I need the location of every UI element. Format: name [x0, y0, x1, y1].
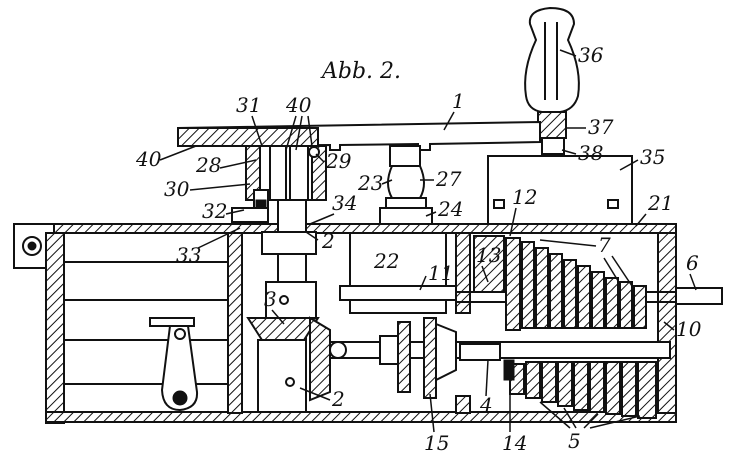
label-34: 34: [332, 191, 357, 215]
stepped-gears-upper: [473, 235, 647, 331]
label-5: 5: [568, 429, 581, 453]
label-23: 23: [357, 171, 383, 195]
label-35: 35: [640, 145, 665, 169]
label-28: 28: [195, 153, 221, 177]
label-15: 15: [424, 431, 449, 455]
housing: [13, 223, 677, 424]
locking-lever: [149, 317, 199, 412]
label-1: 1: [452, 89, 465, 113]
label-40-b: 40: [135, 147, 162, 171]
label-4: 4: [479, 393, 493, 417]
label-29: 29: [325, 149, 352, 173]
label-3: 3: [264, 287, 277, 311]
label-36: 36: [578, 43, 604, 67]
label-37: 37: [588, 115, 614, 139]
label-24: 24: [437, 197, 463, 221]
label-32: 32: [202, 199, 227, 223]
label-38: 38: [578, 141, 603, 165]
label-40: 40: [285, 93, 312, 117]
hand-crank: [177, 6, 580, 155]
label-13: 13: [476, 243, 501, 267]
stepped-gears-lower: [509, 361, 657, 419]
drive-box: [487, 155, 633, 225]
label-21: 21: [647, 191, 673, 215]
label-6: 6: [686, 251, 699, 275]
label-2-top: 2: [321, 229, 335, 253]
reference-labels: 36 37 38 35 1 31 40 40 28 29 30 23 27 34…: [135, 43, 702, 455]
label-12: 12: [512, 185, 537, 209]
label-30: 30: [164, 177, 190, 201]
label-33: 33: [176, 243, 201, 267]
lower-shaft: [329, 317, 671, 399]
label-10: 10: [676, 317, 702, 341]
label-31: 31: [236, 93, 261, 117]
drive-hub: [379, 145, 433, 225]
figure-caption: Abb. 2.: [320, 59, 401, 84]
label-7: 7: [598, 233, 611, 257]
label-14: 14: [502, 431, 527, 455]
label-27: 27: [435, 167, 462, 191]
label-2-bottom: 2: [331, 387, 345, 411]
label-22: 22: [373, 249, 399, 273]
label-11: 11: [428, 261, 453, 285]
